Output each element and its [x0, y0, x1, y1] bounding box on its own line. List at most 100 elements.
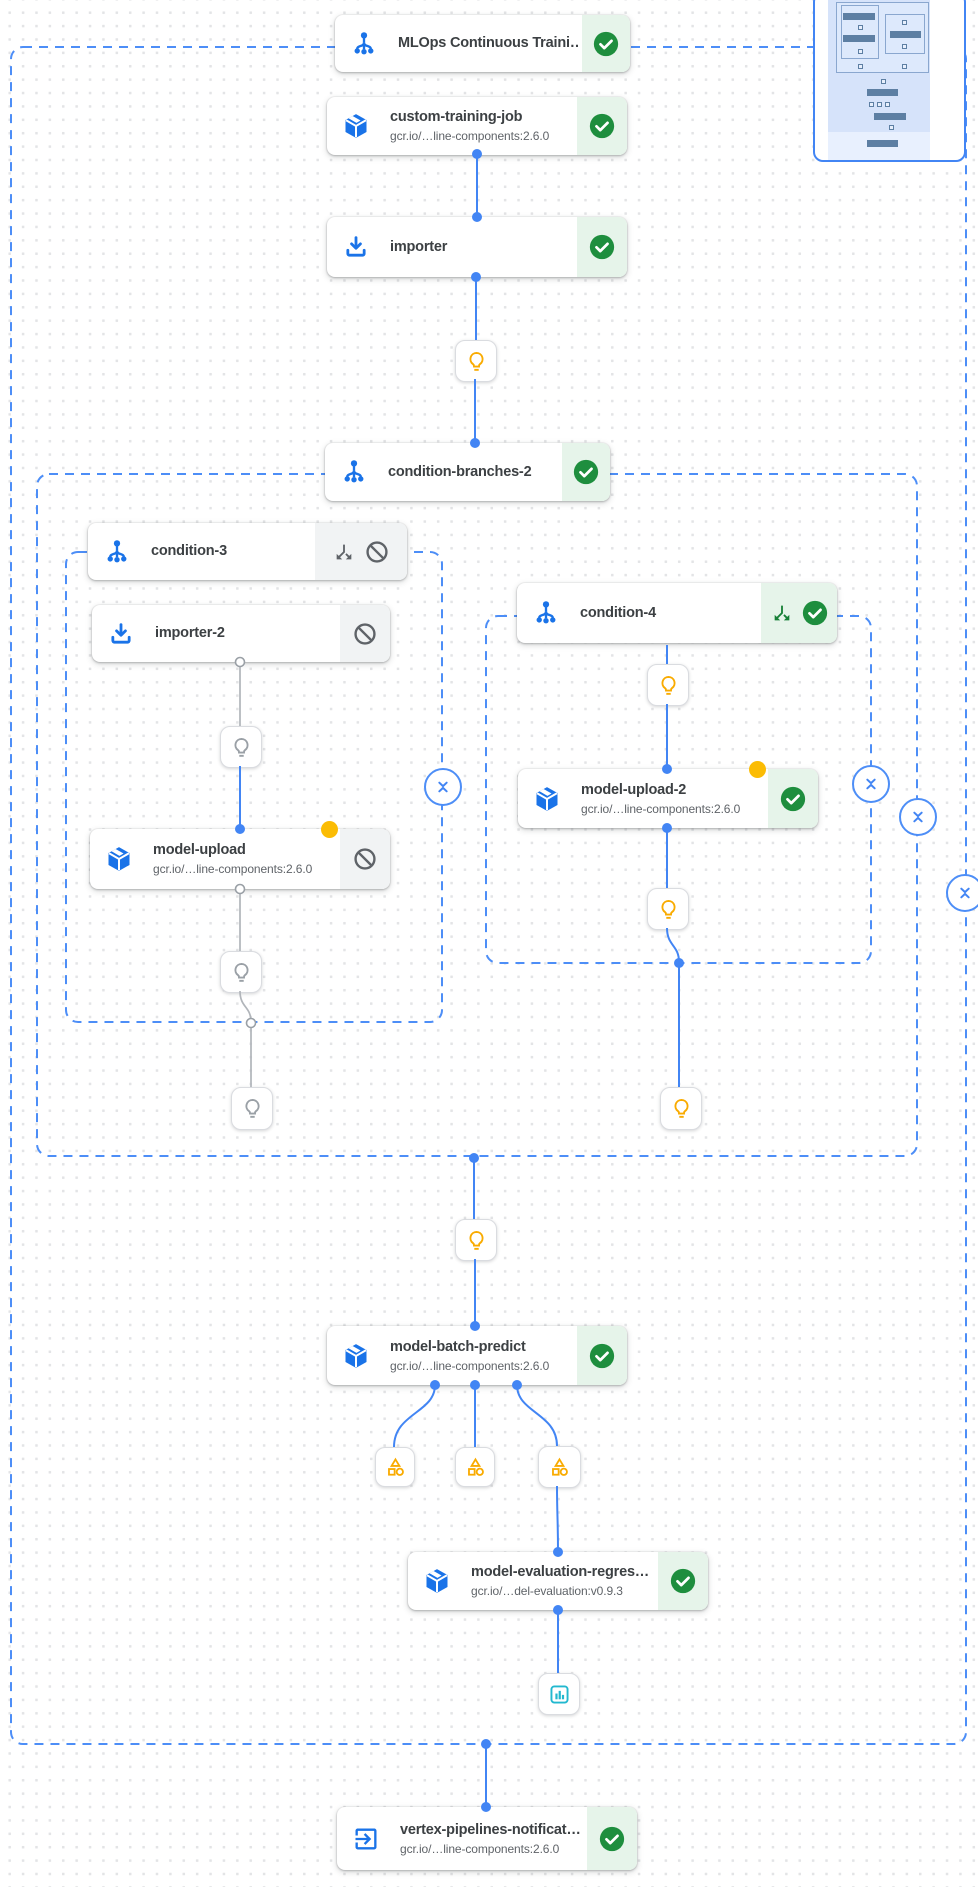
collapse-icon	[432, 776, 454, 798]
artifact-lightbulb-skipped[interactable]	[220, 726, 262, 768]
lightbulb-icon	[230, 736, 253, 759]
node-title: importer	[390, 238, 448, 255]
artifact-dataset[interactable]	[375, 1447, 415, 1487]
artifact-dataset[interactable]	[538, 1446, 581, 1488]
condition-icon	[531, 598, 561, 628]
node-condition-branches-2[interactable]: condition-branches-2	[325, 443, 610, 501]
collapse-group-button[interactable]	[852, 765, 890, 803]
success-icon	[589, 234, 615, 260]
pending-output-dot	[749, 761, 766, 778]
condition-icon	[339, 457, 369, 487]
node-title: model-upload	[153, 842, 246, 858]
collapse-group-button[interactable]	[946, 874, 978, 912]
status-section	[582, 15, 630, 72]
node-subtitle: gcr.io/…del-evaluation:v0.9.3	[471, 1584, 623, 1598]
condition-icon	[102, 537, 132, 567]
node-condition-3[interactable]: condition-3	[88, 523, 407, 580]
lightbulb-icon	[657, 898, 680, 921]
importer-icon	[106, 619, 136, 649]
skipped-icon	[352, 621, 378, 647]
node-mlops-root[interactable]: MLOps Continuous Traini…	[335, 15, 630, 72]
component-icon	[422, 1566, 452, 1596]
node-subtitle: gcr.io/…line-components:2.6.0	[153, 862, 313, 876]
node-title: importer-2	[155, 625, 225, 641]
condition-icon	[349, 29, 379, 59]
artifact-lightbulb[interactable]	[660, 1087, 702, 1130]
skipped-icon	[352, 846, 378, 872]
importer-icon	[341, 232, 371, 262]
success-icon	[599, 1826, 625, 1852]
node-title: vertex-pipelines-notificat…	[400, 1821, 581, 1838]
exit-icon	[351, 1824, 381, 1854]
pending-output-dot	[321, 821, 338, 838]
collapse-icon	[860, 773, 882, 795]
status-section	[761, 583, 837, 643]
node-condition-4[interactable]: condition-4	[517, 583, 837, 643]
artifact-lightbulb-skipped[interactable]	[220, 951, 262, 993]
node-importer[interactable]: importer	[327, 217, 627, 277]
artifact-lightbulb[interactable]	[455, 340, 497, 382]
success-icon	[802, 600, 828, 626]
status-section	[315, 523, 407, 580]
status-section	[577, 217, 627, 277]
metrics-chart-icon	[548, 1683, 571, 1706]
component-icon	[532, 784, 562, 814]
lightbulb-icon	[230, 961, 253, 984]
success-icon	[573, 459, 599, 485]
success-icon	[593, 31, 619, 57]
node-model-batch-predict[interactable]: model-batch-predict gcr.io/…line-compone…	[327, 1326, 627, 1385]
status-section	[577, 1326, 627, 1385]
node-model-upload-2[interactable]: model-upload-2 gcr.io/…line-components:2…	[518, 761, 818, 828]
status-section	[562, 443, 610, 501]
collapse-group-button[interactable]	[424, 768, 462, 806]
collapse-icon	[954, 882, 976, 904]
node-title: condition-3	[151, 543, 227, 559]
node-model-evaluation-regression[interactable]: model-evaluation-regres… gcr.io/…del-eva…	[408, 1552, 708, 1610]
minimap[interactable]	[813, 0, 966, 162]
node-subtitle: gcr.io/…line-components:2.6.0	[581, 801, 741, 816]
node-model-upload[interactable]: model-upload gcr.io/…line-components:2.6…	[90, 821, 390, 889]
skipped-icon	[364, 539, 390, 565]
status-section	[768, 769, 818, 828]
success-icon	[589, 113, 615, 139]
node-subtitle: gcr.io/…line-components:2.6.0	[390, 129, 550, 143]
component-icon	[341, 111, 371, 141]
lightbulb-icon	[465, 350, 488, 373]
node-custom-training-job[interactable]: custom-training-job gcr.io/…line-compone…	[327, 97, 627, 155]
artifact-lightbulb[interactable]	[455, 1219, 497, 1261]
lightbulb-icon	[241, 1097, 264, 1120]
node-vertex-pipelines-notification[interactable]: vertex-pipelines-notificat… gcr.io/…line…	[337, 1807, 637, 1870]
node-subtitle: gcr.io/…line-components:2.6.0	[400, 1841, 560, 1856]
dataset-icon	[384, 1456, 407, 1479]
artifact-lightbulb-skipped[interactable]	[231, 1087, 273, 1130]
status-section	[340, 605, 390, 662]
branch-split-icon	[333, 541, 355, 563]
branch-split-icon	[771, 602, 793, 624]
dataset-icon	[464, 1456, 487, 1479]
node-importer-2[interactable]: importer-2	[92, 605, 390, 662]
node-title: condition-branches-2	[388, 463, 532, 480]
success-icon	[670, 1568, 696, 1594]
node-title: model-batch-predict	[390, 1338, 526, 1355]
status-section	[577, 97, 627, 155]
collapse-group-button[interactable]	[899, 798, 937, 836]
node-title: MLOps Continuous Traini…	[398, 35, 578, 51]
status-section	[587, 1807, 637, 1870]
lightbulb-icon	[465, 1229, 488, 1252]
lightbulb-icon	[670, 1097, 693, 1120]
success-icon	[780, 786, 806, 812]
component-icon	[341, 1341, 371, 1371]
artifact-dataset[interactable]	[455, 1447, 495, 1487]
status-section	[340, 829, 390, 889]
artifact-lightbulb[interactable]	[647, 664, 689, 706]
component-icon	[104, 844, 134, 874]
node-title: custom-training-job	[390, 109, 523, 125]
success-icon	[589, 1343, 615, 1369]
node-subtitle: gcr.io/…line-components:2.6.0	[390, 1358, 550, 1373]
lightbulb-icon	[657, 674, 680, 697]
node-title: model-upload-2	[581, 781, 687, 798]
artifact-metrics[interactable]	[538, 1673, 580, 1715]
artifact-lightbulb[interactable]	[647, 888, 689, 930]
status-section	[658, 1552, 708, 1610]
node-title: condition-4	[580, 604, 656, 621]
